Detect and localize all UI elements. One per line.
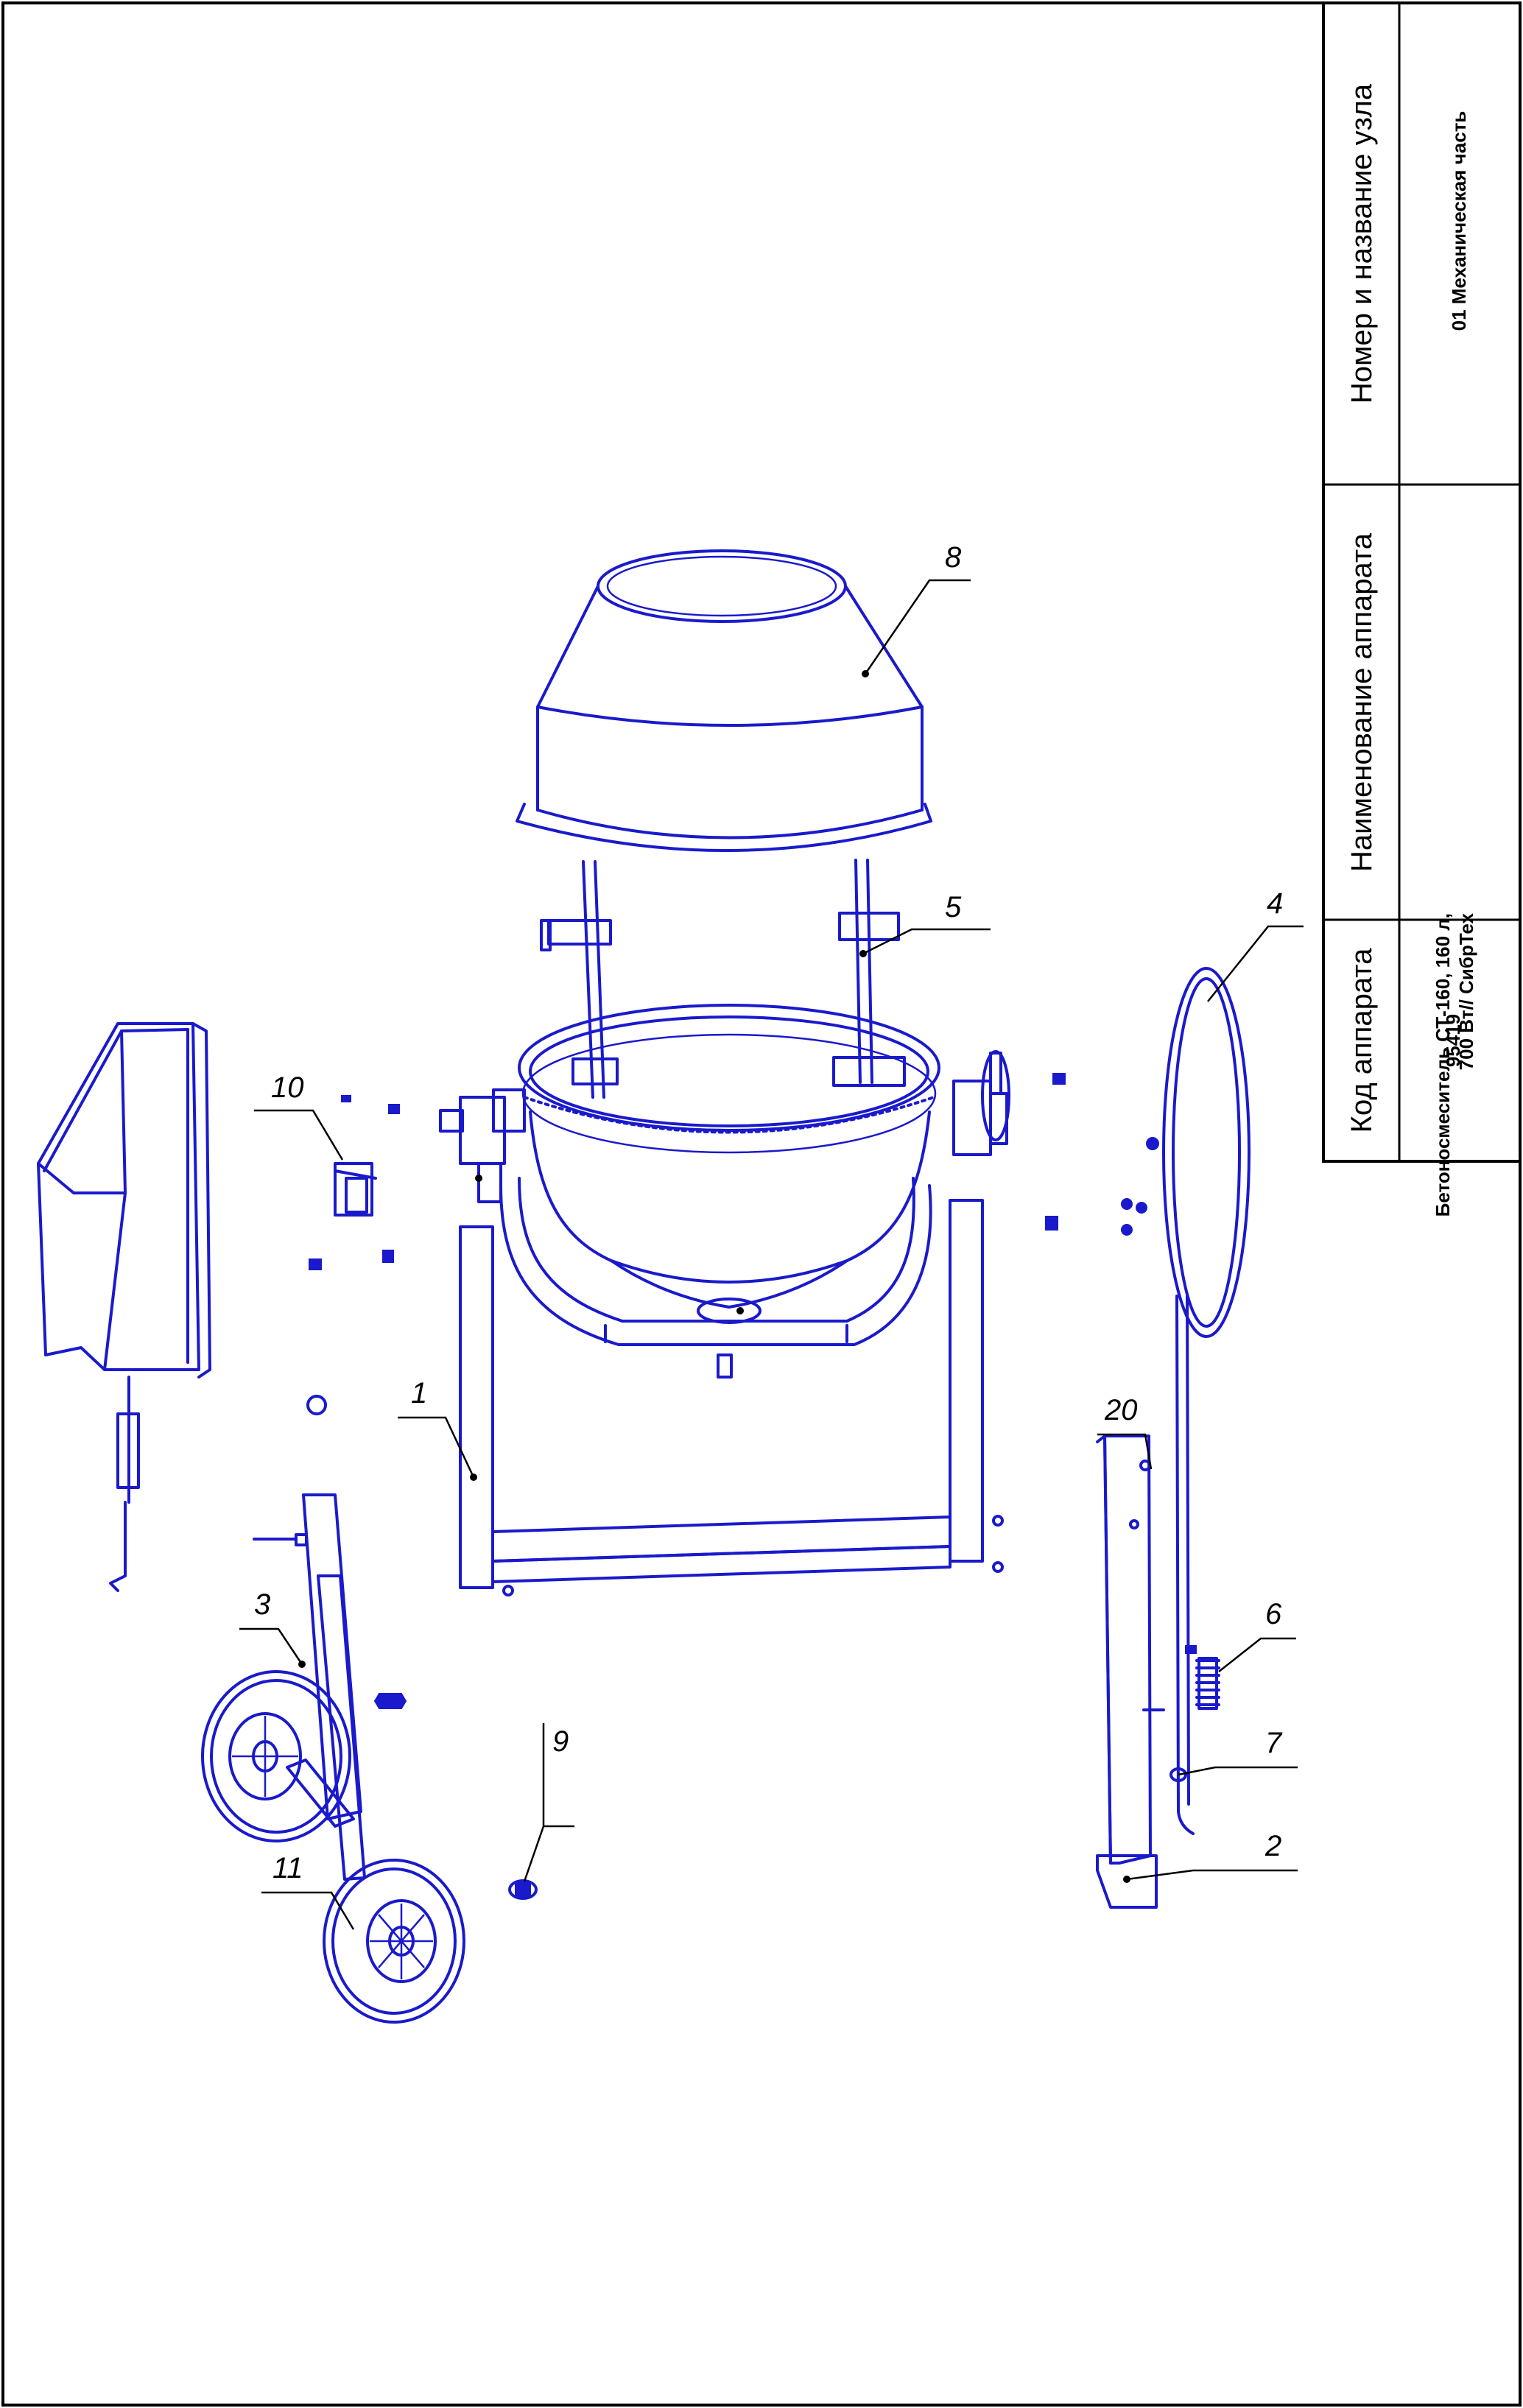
part-drum-top (516, 549, 932, 852)
callout-20: 20 (1104, 1394, 1138, 1426)
callout-10: 10 (271, 1071, 304, 1104)
part-cradle-yoke (499, 1177, 932, 1346)
callout-2: 2 (1265, 1830, 1281, 1862)
callout-5: 5 (945, 891, 962, 923)
loose-fasteners-right (1045, 1073, 1159, 1236)
part-handwheel (1162, 967, 1251, 1835)
part-wheel-rear (201, 1670, 351, 1842)
part-drum-rods (540, 859, 906, 1099)
title-block: Номер и название узла 01 Механическая ча… (1322, 1, 1522, 1217)
title-col2-value-line2: 700 Вт// СибрТех (1455, 912, 1477, 1070)
title-col2-header: Наименование аппарата (1346, 532, 1378, 872)
part-drive-gear-housing (439, 1088, 526, 1203)
part-motor-bracket (334, 1162, 377, 1217)
callout-4: 4 (1267, 887, 1283, 920)
part-main-frame (459, 1199, 1004, 1596)
part-spring (1185, 1645, 1220, 1710)
callout-3: 3 (254, 1588, 270, 1621)
callout-8: 8 (945, 541, 962, 574)
part-drum-bowl (518, 1004, 940, 1379)
callout-1: 1 (411, 1377, 427, 1409)
callout-labels: 8 5 4 10 1 20 3 6 9 7 2 11 (254, 541, 1283, 1884)
title-col2-value-line1: Бетоносмеситель СТ-160, 160 л, (1432, 913, 1454, 1217)
part-lock-bracket (1096, 1434, 1165, 1909)
callout-7: 7 (1265, 1727, 1283, 1759)
part-motor-cover (37, 1022, 211, 1592)
part-hub-nut (373, 1693, 407, 1709)
title-col3-value: 95419 (1442, 1014, 1464, 1067)
loose-fasteners-left (253, 1095, 400, 1546)
part-leg-bracket (286, 1493, 366, 1881)
part-nut-9 (508, 1879, 538, 1900)
callout-6: 6 (1265, 1598, 1282, 1630)
callout-11: 11 (272, 1852, 303, 1884)
title-col3-header: Код аппарата (1346, 948, 1378, 1133)
title-col1-header: Номер и название узла (1346, 83, 1378, 404)
callout-9: 9 (552, 1725, 569, 1758)
part-wheel-front (323, 1859, 465, 2024)
title-col1-value: 01 Механическая часть (1448, 111, 1470, 331)
part-bearing-hub (952, 1050, 1010, 1156)
leader-lines (239, 579, 1304, 1930)
